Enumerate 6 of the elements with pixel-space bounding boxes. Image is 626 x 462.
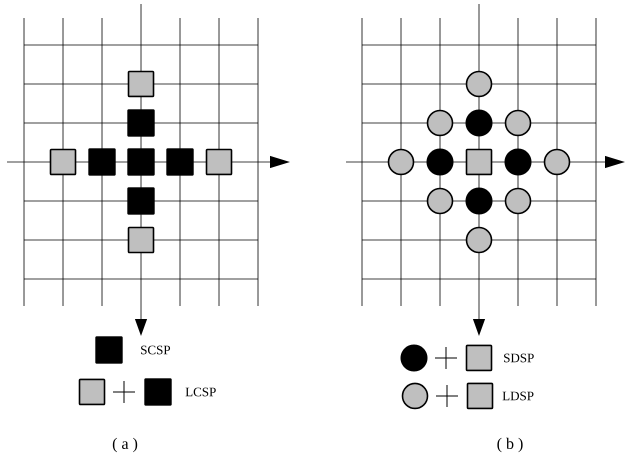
panel-label: ( a ): [112, 438, 138, 452]
legend-label: SCSP: [141, 346, 170, 354]
legend-label: SDSP: [504, 354, 534, 362]
panel-label: ( b ): [497, 438, 523, 452]
legend-label: LCSP: [186, 388, 216, 396]
legend-label: LDSP: [502, 392, 534, 400]
